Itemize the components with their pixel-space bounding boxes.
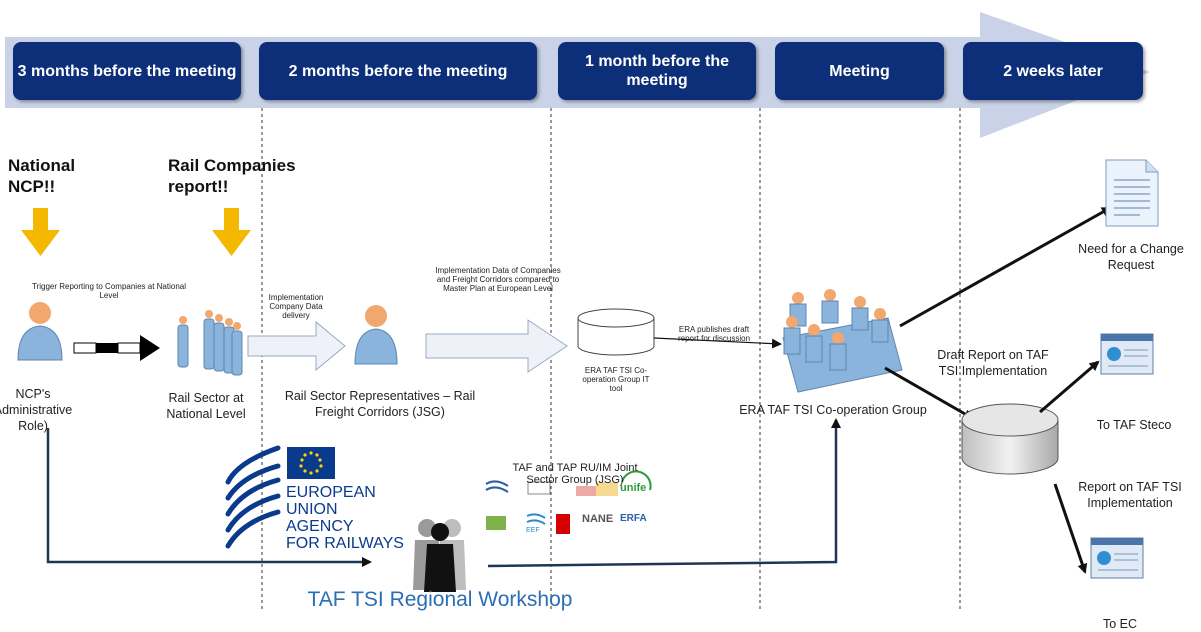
- coop-group-meeting-icon: [782, 289, 903, 393]
- eef-logo: EEF: [526, 527, 540, 534]
- sector-logos: [485, 470, 652, 534]
- agency-name-line-4: FOR RAILWAYS: [286, 535, 404, 552]
- report-database-icon: [961, 403, 1059, 475]
- phase-1-month: 1 month before the meeting: [558, 42, 756, 100]
- to-steco-arrow: [1039, 360, 1100, 414]
- workshop-title: TAF TSI Regional Workshop: [307, 588, 573, 611]
- eu-flag-icon: [287, 447, 335, 479]
- taf-steco-window-icon: [1100, 333, 1154, 375]
- coop-group-label: ERA TAF TSI Co-operation Group: [739, 403, 927, 417]
- data-flow-arrow: [247, 320, 346, 372]
- unife-logo: unife: [620, 482, 647, 494]
- phase-meeting: Meeting: [775, 42, 944, 100]
- to-ec-arrow: [1053, 483, 1088, 574]
- ncp-role-label: NCP's Administrative Role): [0, 387, 73, 433]
- it-tool-database-icon: [577, 308, 655, 356]
- agency-name-line-1: EUROPEAN: [286, 484, 376, 501]
- to-ec-label: To EC: [1102, 617, 1138, 631]
- data-flow-arrow: [425, 319, 568, 373]
- trigger-label: Trigger Reporting to Companies at Nation…: [31, 282, 186, 300]
- erfa-logo: ERFA: [620, 513, 647, 524]
- ec-window-icon: [1090, 537, 1144, 579]
- impl-data-label: Implementation Data of Companies and Fre…: [435, 266, 561, 293]
- yellow-down-arrow-icon: [21, 208, 60, 256]
- era-publishes-label: ERA publishes draft report for discussio…: [677, 325, 751, 343]
- national-ncp-note: National NCP!!: [8, 156, 76, 196]
- representative-person-icon: [354, 305, 398, 365]
- phase-2-weeks: 2 weeks later: [963, 42, 1143, 100]
- change-request-document-icon: [1105, 159, 1159, 227]
- company-data-label: Implementation Company Data delivery: [268, 293, 324, 320]
- ncp-to-workshop-arrow: [46, 428, 372, 567]
- report-impl-label: Report on TAF TSI Implementation: [1078, 480, 1182, 510]
- agency-name-line-3: AGENCY: [286, 518, 354, 535]
- trigger-arrow: [73, 335, 160, 361]
- ncp-person-icon: [17, 302, 63, 361]
- change-request-arrow: [899, 206, 1112, 328]
- agency-name-line-2: UNION: [286, 501, 338, 518]
- draft-report-label: Draft Report on TAF TSI Implementation: [937, 348, 1049, 378]
- rail-sector-people-icon: [177, 310, 243, 376]
- it-tool-label: ERA TAF TSI Co-operation Group IT tool: [582, 366, 650, 393]
- jsg-title: TAF and TAP RU/IM Joint Sector Group (JS…: [512, 462, 638, 486]
- draft-report-arrow: [884, 366, 974, 420]
- publish-arrow: [653, 337, 782, 349]
- phase-2-months: 2 months before the meeting: [259, 42, 537, 100]
- representatives-label: Rail Sector Representatives – Rail Freig…: [284, 389, 476, 419]
- phase-3-months: 3 months before the meeting: [13, 42, 241, 100]
- rail-sector-national-label: Rail Sector at National Level: [166, 391, 246, 421]
- yellow-down-arrow-icon: [212, 208, 251, 256]
- rail-companies-note: Rail Companies report!!: [168, 156, 296, 196]
- nane-logo: NANE: [582, 513, 614, 525]
- eu-agency-stripes-logo: [225, 445, 281, 549]
- taf-steco-label: To TAF Steco: [1096, 418, 1172, 432]
- phase-separators: [261, 108, 961, 612]
- workshop-people-icon: [413, 519, 466, 592]
- change-request-label: Need for a Change Request: [1078, 242, 1184, 272]
- workshop-to-coop-arrow: [487, 418, 841, 568]
